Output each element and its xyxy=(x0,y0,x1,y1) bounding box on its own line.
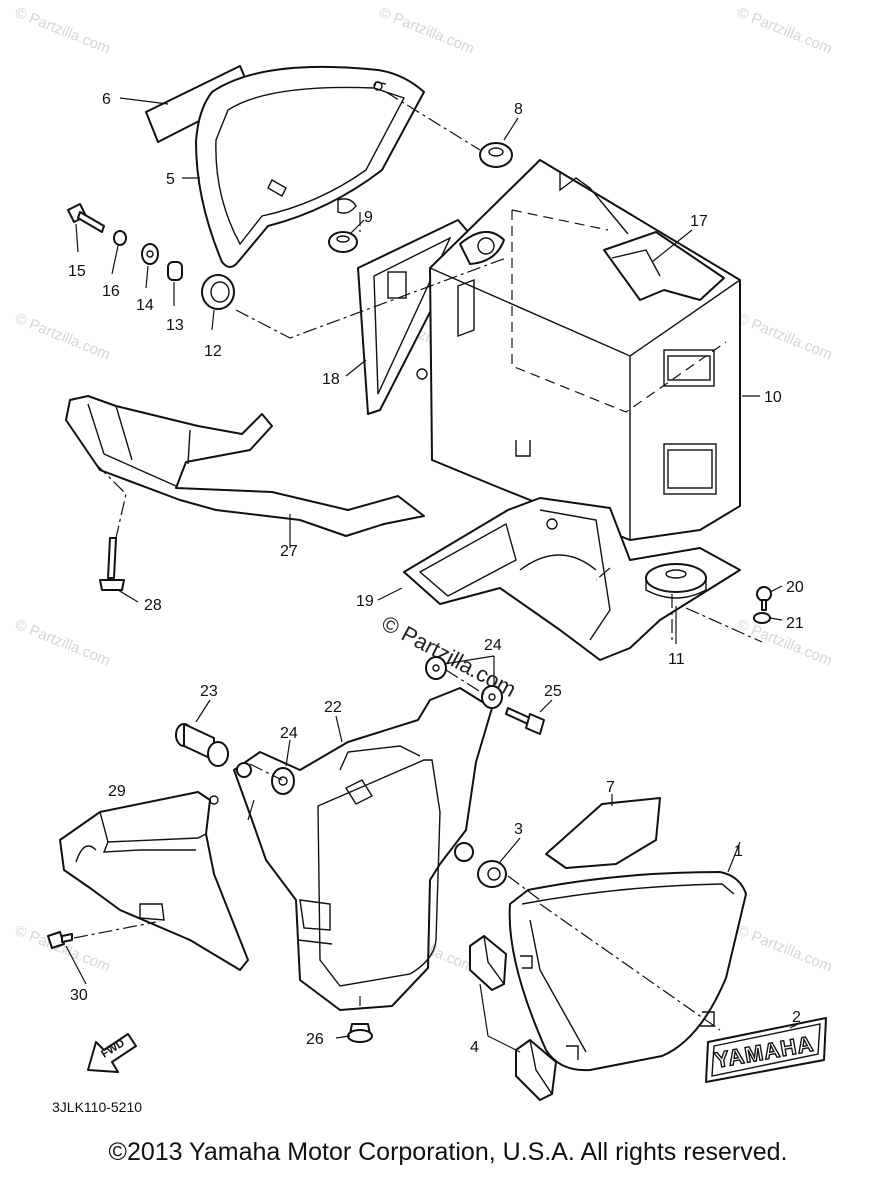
part-8-grommet xyxy=(479,142,513,168)
part-11-grommet xyxy=(645,563,707,599)
watermark: © Partzilla.com xyxy=(13,4,113,58)
callout-8: 8 xyxy=(514,101,523,118)
callout-18: 18 xyxy=(322,371,340,388)
alignment-lines xyxy=(73,91,763,1031)
fwd-arrow-icon: FWD xyxy=(87,1033,137,1073)
callout-26: 26 xyxy=(306,1031,324,1048)
callout-25: 25 xyxy=(544,683,562,700)
part-24-grommet xyxy=(425,656,447,680)
callout-19: 19 xyxy=(356,593,374,610)
callout-2: 2 xyxy=(792,1009,801,1026)
watermark: © Partzilla.com xyxy=(377,4,477,58)
callout-4: 4 xyxy=(470,1039,479,1056)
watermark: © Partzilla.com xyxy=(735,922,835,976)
callout-30: 30 xyxy=(70,987,88,1004)
part-30-screw xyxy=(47,931,73,949)
part-27-stay xyxy=(65,395,425,537)
part-20-screw xyxy=(756,586,772,611)
part-16-lock-washer xyxy=(113,230,127,246)
callout-3: 3 xyxy=(514,821,523,838)
part-12-grommet xyxy=(201,274,235,310)
callout-29: 29 xyxy=(108,783,126,800)
part-26-grommet xyxy=(347,1023,373,1043)
callout-17: 17 xyxy=(690,213,708,230)
part-14-washer xyxy=(141,243,159,265)
callout-10: 10 xyxy=(764,389,782,406)
part-15-bolt xyxy=(67,203,105,233)
callout-13: 13 xyxy=(166,317,184,334)
callout-9: 9 xyxy=(364,209,373,226)
callout-28: 28 xyxy=(144,597,162,614)
callout-20: 20 xyxy=(786,579,804,596)
part-4-damper xyxy=(469,935,507,991)
part-21-washer xyxy=(753,612,771,624)
callout-24: 24 xyxy=(484,637,502,654)
callouts: 1 2 3 4 5 6 7 8 9 10 11 12 13 14 15 16 1… xyxy=(68,91,804,1056)
watermark: © Partzilla.com xyxy=(13,616,113,670)
callout-22: 22 xyxy=(324,699,342,716)
callout-6: 6 xyxy=(102,91,111,108)
part-29-cover xyxy=(59,791,249,971)
part-4-damper xyxy=(515,1039,557,1101)
part-9-grommet xyxy=(328,231,358,253)
callout-27: 27 xyxy=(280,543,298,560)
part-24-grommet xyxy=(481,685,503,709)
copyright-footer: ©2013 Yamaha Motor Corporation, U.S.A. A… xyxy=(108,1138,788,1166)
callout-5: 5 xyxy=(166,171,175,188)
callout-24: 24 xyxy=(280,725,298,742)
watermark: © Partzilla.com xyxy=(13,310,113,364)
part-1-side-cover xyxy=(508,871,747,1072)
leader-lines xyxy=(65,97,799,1053)
callout-21: 21 xyxy=(786,615,804,632)
part-5-side-cover xyxy=(195,65,425,268)
callout-23: 23 xyxy=(200,683,218,700)
watermark: © Partzilla.com xyxy=(735,616,835,670)
part-28-bolt xyxy=(99,537,125,591)
diagram-code: 3JLK110-5210 xyxy=(52,1099,142,1115)
callout-14: 14 xyxy=(136,297,154,314)
part-7-decal xyxy=(545,797,661,869)
watermark: © Partzilla.com xyxy=(735,4,835,58)
part-23-collar xyxy=(175,723,229,767)
part-3-grommet xyxy=(477,860,507,888)
callout-11: 11 xyxy=(668,651,685,668)
callout-15: 15 xyxy=(68,263,86,280)
callout-12: 12 xyxy=(204,343,222,360)
callout-16: 16 xyxy=(102,283,120,300)
watermark: © Partzilla.com xyxy=(735,310,835,364)
part-2-yamaha-decal: YAMAHA xyxy=(705,1017,827,1083)
part-22-airbox xyxy=(233,687,493,1011)
part-19-lower-bracket xyxy=(403,497,741,661)
callout-1: 1 xyxy=(734,843,743,860)
callout-7: 7 xyxy=(606,779,615,796)
part-25-bolt xyxy=(505,707,545,735)
part-17-pad xyxy=(603,231,725,301)
watermark: © Partzilla.com xyxy=(13,922,113,976)
part-13-collar xyxy=(167,261,183,281)
diagram-svg: © Partzilla.com © Partzilla.com © Partzi… xyxy=(13,4,835,1115)
part-24-grommet xyxy=(271,767,295,795)
